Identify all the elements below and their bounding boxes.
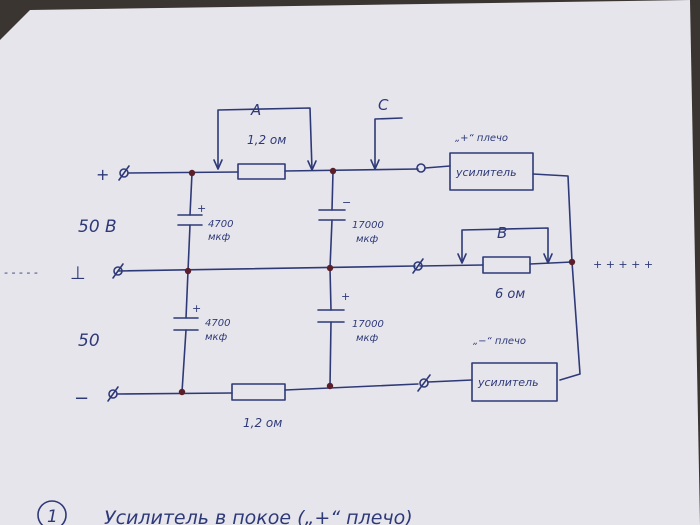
resistor-mid [482, 256, 531, 274]
label-resistor-mid: 6 ом [495, 287, 525, 302]
cap-top-left-value: 4700 [208, 219, 233, 230]
amplifier-bottom-box [471, 362, 558, 402]
junction-dots [178, 167, 576, 396]
probe-c-lead [374, 117, 403, 170]
ground-rail-wire [117, 265, 416, 272]
probe-arrows [213, 159, 553, 264]
footnote-number: 1 [47, 507, 58, 525]
label-amp-top: усилитель [455, 166, 517, 179]
terminal-minus [107, 386, 119, 402]
label-ground: ⊥ [70, 263, 86, 284]
label-dashes-right: + + + + + [593, 258, 653, 271]
cap-top-right-sign: − [342, 196, 351, 209]
terminal-bottom-amp [417, 374, 431, 392]
cap-bottom-right-value: 17000 [352, 319, 384, 330]
bottom-amp-lead [427, 379, 473, 383]
cap-bottom-right-unit: мкф [356, 333, 379, 344]
probe-b-bracket [461, 227, 549, 263]
capacitor-top-right [318, 209, 346, 221]
footnote-number-circle [37, 500, 67, 525]
label-resistor-bottom: 1,2 ом [243, 416, 282, 430]
capacitor-top-left [177, 214, 203, 226]
terminal-plus [118, 165, 130, 181]
label-resistor-top: 1,2 ом [247, 133, 286, 147]
cap-top-right-unit: мкф [356, 234, 379, 245]
label-plus: + [96, 165, 109, 184]
label-voltage-bottom: 50 [78, 331, 100, 351]
terminal-mid [412, 258, 424, 274]
bottom-rail-wire [116, 383, 419, 395]
arrow-a-left [213, 159, 223, 170]
mid-resistor-wire [419, 261, 573, 267]
label-dashes-left: - - - - - [4, 266, 38, 279]
label-amp-bottom: усилитель [477, 376, 539, 389]
capacitor-bottom-left [173, 317, 199, 331]
amplifier-top-box [449, 152, 534, 191]
arrow-a-right [307, 160, 317, 171]
footnote-text: Усилитель в покое („+“ плечо) [104, 507, 413, 525]
label-arm-minus: „−“ плечо [473, 336, 526, 347]
capacitor-bottom-right [317, 309, 345, 323]
arrow-b-right [543, 253, 553, 264]
top-amp-lead [424, 165, 451, 169]
terminal-ground [112, 263, 124, 279]
probe-a-bracket [217, 107, 313, 171]
cap-bottom-right-sign: + [341, 290, 350, 303]
top-rail-wire [127, 168, 419, 174]
label-arm-plus: „+“ плечо [455, 133, 508, 144]
cap-bottom-left-sign: + [192, 302, 201, 315]
terminals [107, 163, 431, 402]
resistor-bottom [231, 383, 286, 401]
label-point-c: C [378, 96, 389, 114]
cap-top-left-sign: + [197, 202, 206, 215]
label-minus: − [74, 388, 89, 409]
label-point-a: A [250, 101, 261, 119]
cap-top-left-unit: мкф [208, 232, 231, 243]
terminal-top-amp [416, 163, 426, 173]
arrow-b-left [457, 253, 467, 264]
cap-bottom-left-unit: мкф [205, 332, 228, 343]
cap-bottom-left-value: 4700 [205, 318, 230, 329]
footnote: 1 Усилитель в покое („+“ плечо) [37, 500, 413, 525]
arrow-c [370, 159, 380, 170]
label-point-b: B [497, 224, 507, 242]
resistor-top [237, 163, 286, 180]
label-voltage-top: 50 В [78, 217, 117, 237]
cap-top-right-value: 17000 [352, 220, 384, 231]
